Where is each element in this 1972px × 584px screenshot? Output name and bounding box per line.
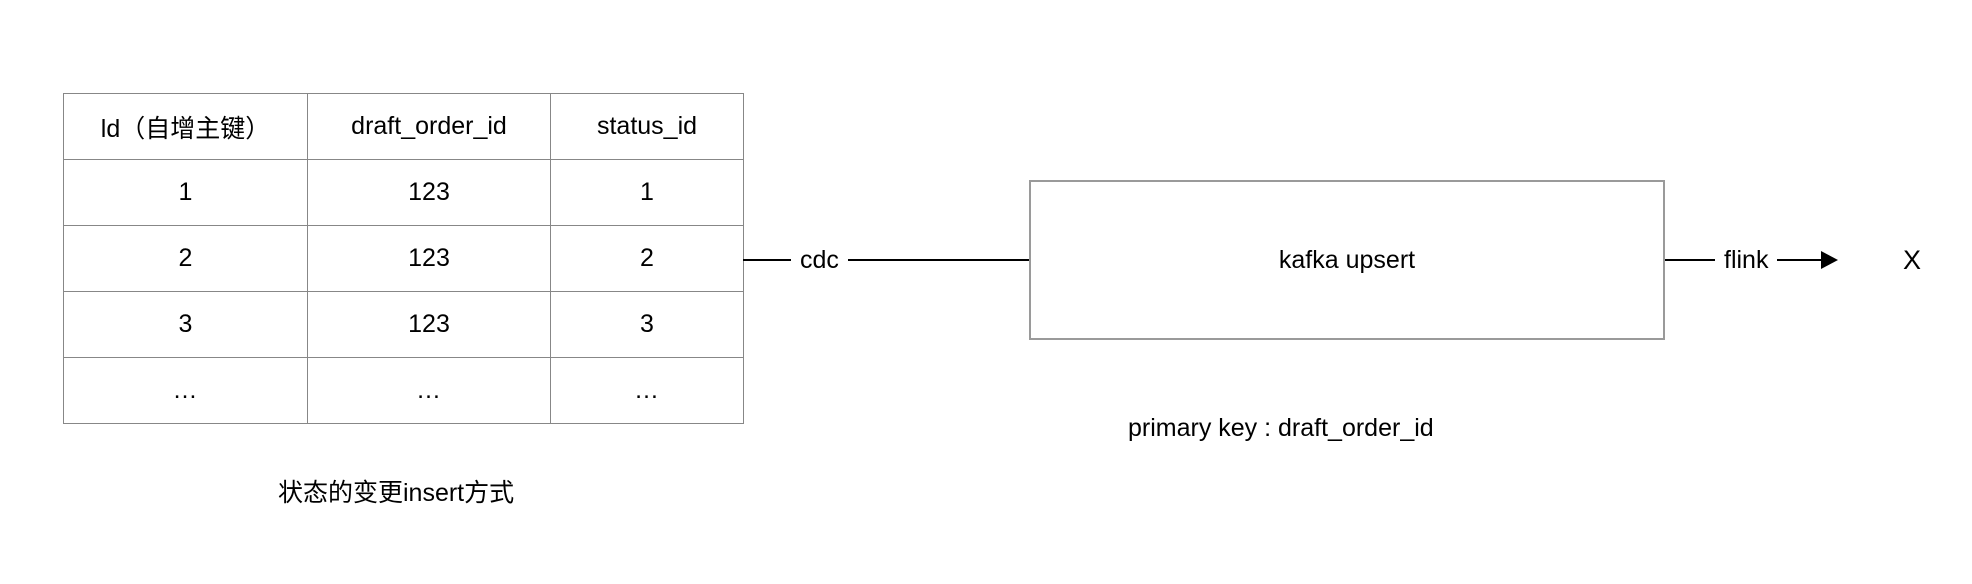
column-header-status-id: status_id [550, 93, 744, 160]
column-header-id: ld（自增主键） [63, 93, 308, 160]
table-row: 3 123 3 [63, 291, 744, 358]
cell-draft-order-id: … [307, 357, 551, 424]
flink-line-left [1665, 259, 1715, 261]
cdc-edge-label: cdc [800, 245, 839, 274]
cell-id: 1 [63, 159, 308, 226]
cell-draft-order-id: 123 [307, 225, 551, 292]
cdc-line-left [743, 259, 791, 261]
flink-edge-label: flink [1724, 245, 1769, 274]
terminal-node-x: X [1903, 244, 1922, 275]
cdc-connector: cdc [743, 243, 1060, 277]
kafka-upsert-label: kafka upsert [1278, 245, 1416, 274]
table-caption: 状态的变更insert方式 [278, 479, 515, 507]
cell-id: 2 [63, 225, 308, 292]
cell-status-id: … [550, 357, 744, 424]
cell-status-id: 3 [550, 291, 744, 358]
cell-status-id: 2 [550, 225, 744, 292]
cell-draft-order-id: 123 [307, 159, 551, 226]
column-header-draft-order-id: draft_order_id [307, 93, 551, 160]
table-header-row: ld（自增主键） draft_order_id status_id [63, 93, 744, 160]
arrow-head-icon [1821, 251, 1839, 269]
cell-draft-order-id: 123 [307, 291, 551, 358]
flink-connector: flink [1665, 243, 1839, 277]
primary-key-caption: primary key : draft_order_id [1128, 414, 1434, 442]
table-row: … … … [63, 357, 744, 424]
table-row: 2 123 2 [63, 225, 744, 292]
source-table: ld（自增主键） draft_order_id status_id 1 123 … [63, 93, 744, 424]
cell-id: 3 [63, 291, 308, 358]
table-row: 1 123 1 [63, 159, 744, 226]
cell-status-id: 1 [550, 159, 744, 226]
cdc-line-right [847, 259, 1044, 261]
kafka-upsert-node: kafka upsert [1029, 180, 1665, 340]
flink-line-right [1777, 259, 1823, 261]
cell-id: … [63, 357, 308, 424]
